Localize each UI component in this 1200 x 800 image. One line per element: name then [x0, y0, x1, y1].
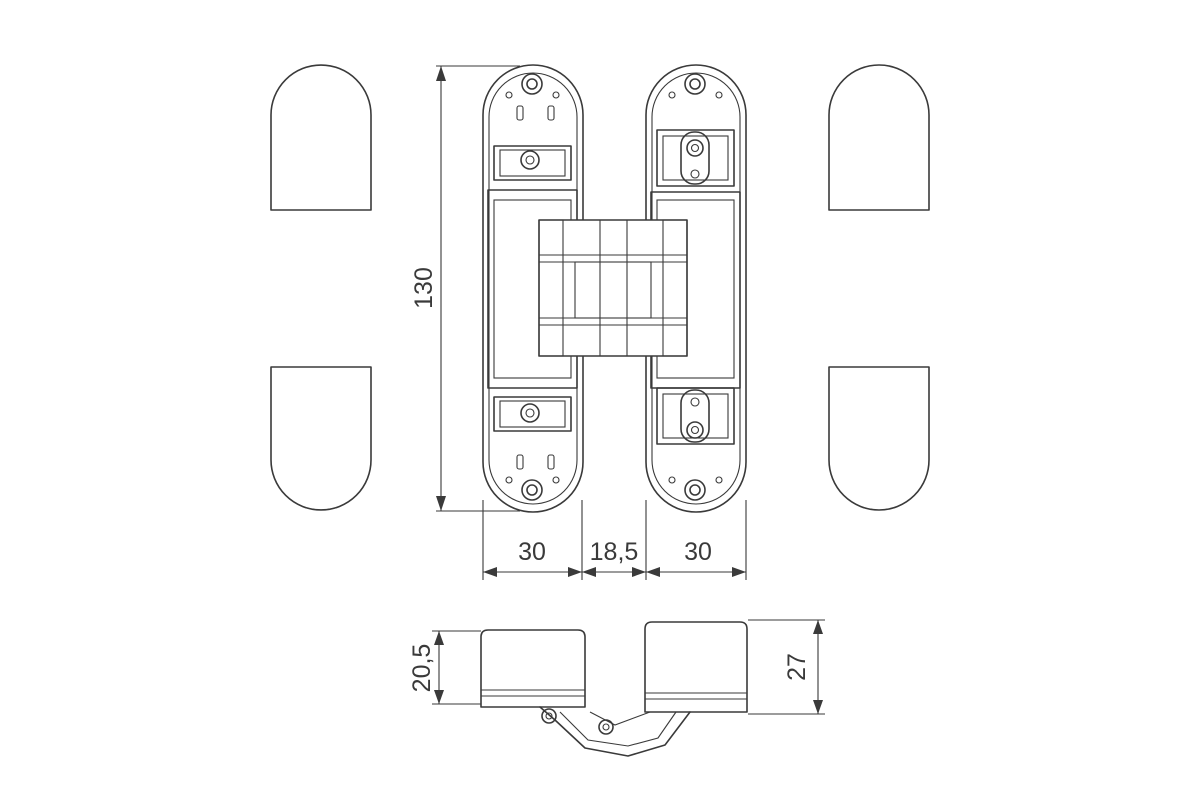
dimension-gap-label: 18,5	[590, 538, 639, 566]
adjust-screw-icon	[520, 403, 540, 423]
hinge-knuckle	[538, 219, 688, 357]
pivot-pin-icon	[598, 719, 614, 735]
dimension-width-left-label: 30	[518, 538, 546, 566]
screw-hole-icon	[684, 73, 706, 95]
screw-hole-icon	[521, 479, 543, 501]
dimension-side-left-label: 20,5	[408, 644, 436, 693]
mortise-bottom-right	[828, 366, 930, 511]
mortise-outlines	[270, 64, 930, 511]
pivot-pin-icon	[541, 708, 557, 724]
dimension-height-label: 130	[410, 267, 438, 309]
adjust-screw-icon	[520, 150, 540, 170]
dimension-side-right-label: 27	[783, 653, 811, 681]
mortise-bottom-left	[270, 366, 372, 511]
screw-hole-icon	[684, 479, 706, 501]
hinge-side-view	[480, 621, 748, 757]
dimension-side-left: 20,5	[408, 630, 481, 705]
mortise-top-left	[270, 64, 372, 211]
mortise-top-right	[828, 64, 930, 211]
adjust-screw-icon	[686, 421, 704, 439]
screw-hole-icon	[521, 73, 543, 95]
dimension-widths: 30 18,5 30	[482, 500, 747, 580]
adjust-screw-icon	[686, 139, 704, 157]
dimension-height: 130	[410, 65, 520, 512]
dimension-side-right: 27	[748, 619, 825, 715]
dimension-width-right-label: 30	[684, 538, 712, 566]
hinge-right-leaf	[645, 64, 747, 513]
